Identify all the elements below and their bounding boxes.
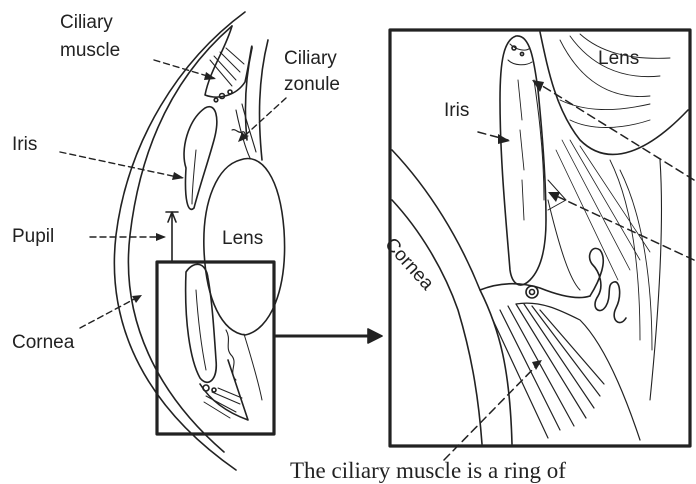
leader-lines-left xyxy=(60,60,286,328)
label-cornea: Cornea xyxy=(12,332,74,354)
figure-caption: The ciliary muscle is a ring of xyxy=(290,458,566,484)
leader-ciliary-muscle xyxy=(154,60,214,78)
cornea-inner-curve xyxy=(128,26,232,452)
label-ciliary-zonule-line1: Ciliary xyxy=(284,48,337,70)
inset-ciliary-muscle xyxy=(492,304,604,438)
label-ciliary-muscle-line1: Ciliary xyxy=(60,12,113,34)
label-iris: Iris xyxy=(12,134,37,156)
leader-iris xyxy=(60,152,182,178)
leader-ciliary-zonule xyxy=(240,98,286,140)
inset-label-iris: Iris xyxy=(444,100,469,122)
upper-iris xyxy=(184,107,217,210)
magnified-inset xyxy=(390,30,694,460)
sclera-line xyxy=(260,40,268,160)
label-ciliary-zonule-line2: zonule xyxy=(284,74,340,96)
leader-cornea xyxy=(80,296,140,328)
label-lens: Lens xyxy=(222,228,263,250)
canal-of-schlemm xyxy=(526,286,538,298)
pupil-gap-arrow xyxy=(166,212,178,262)
inset-label-lens: Lens xyxy=(598,48,639,70)
lower-iris xyxy=(186,264,217,382)
inset-cornea-inner xyxy=(392,200,482,444)
label-ciliary-muscle-line2: muscle xyxy=(60,40,120,62)
label-pupil: Pupil xyxy=(12,226,54,248)
ciliary-body-upper xyxy=(205,26,252,97)
leader-arrowheads-left xyxy=(132,72,248,303)
inset-cornea-outer xyxy=(392,150,512,444)
